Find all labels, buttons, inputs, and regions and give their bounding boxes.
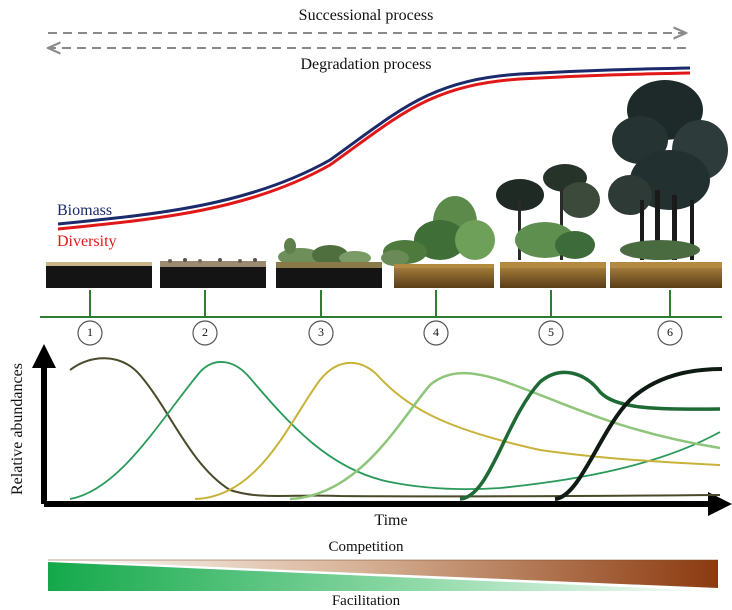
bare-soil-block bbox=[46, 262, 152, 288]
competition-wedge bbox=[48, 560, 718, 588]
diversity-label: Diversity bbox=[57, 233, 117, 250]
stage-number-4: 4 bbox=[433, 325, 439, 339]
successional-label: Successional process bbox=[298, 7, 434, 24]
x-axis-label: Time bbox=[374, 512, 408, 529]
gravel-block bbox=[160, 258, 266, 288]
abundance-axes bbox=[32, 344, 732, 516]
stage-number-2: 2 bbox=[202, 325, 208, 339]
degradation-label: Degradation process bbox=[300, 56, 432, 73]
species-curve-6 bbox=[554, 367, 723, 501]
shrub-block bbox=[381, 196, 495, 288]
stage-timeline bbox=[40, 290, 722, 318]
biomass-curve bbox=[57, 66, 691, 226]
facilitation-label: Facilitation bbox=[331, 593, 401, 609]
y-axis-label: Relative abundances bbox=[9, 363, 26, 495]
species-curve-3 bbox=[194, 361, 721, 500]
stage-number-3: 3 bbox=[318, 325, 324, 339]
biomass-label: Biomass bbox=[57, 202, 113, 219]
stage-number-6: 6 bbox=[667, 325, 673, 339]
herb-block bbox=[276, 238, 382, 288]
facilitation-wedge bbox=[48, 562, 718, 591]
species-curve-5 bbox=[459, 370, 721, 501]
competition-label: Competition bbox=[328, 539, 404, 555]
species-curve-2 bbox=[69, 361, 721, 500]
mature-forest-block bbox=[608, 80, 728, 288]
stage-blocks bbox=[46, 80, 728, 288]
stage-circles bbox=[77, 320, 683, 346]
stage-number-1: 1 bbox=[87, 325, 93, 339]
species-curve-1 bbox=[69, 357, 721, 498]
young-forest-block bbox=[496, 164, 606, 288]
species-curve-4 bbox=[289, 371, 721, 501]
stage-number-5: 5 bbox=[548, 325, 554, 339]
diversity-curve bbox=[57, 71, 691, 231]
